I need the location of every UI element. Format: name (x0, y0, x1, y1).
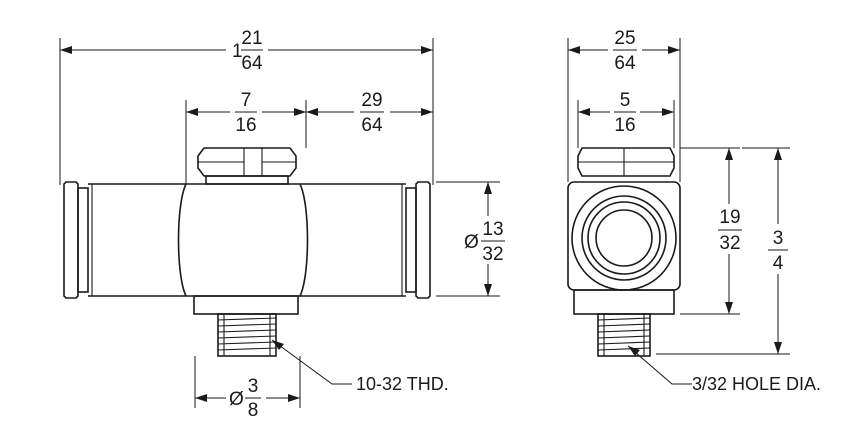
hex-to-center-numerator: 19 (719, 207, 740, 228)
port-inner-ring (587, 201, 661, 275)
side-threaded-stud (597, 313, 651, 357)
arrow-hex-right (294, 108, 306, 116)
label-bg-hex (230, 88, 262, 134)
arrow-side-left (568, 46, 580, 54)
hole-callout: 3/32 HOLE DIA. (692, 374, 821, 394)
side-width-numerator: 25 (614, 28, 635, 49)
arrow-dia-top (484, 182, 492, 194)
arrow-end-left (306, 108, 318, 116)
label-bg-side-width (608, 28, 642, 74)
hex-to-center-denominator: 32 (719, 233, 740, 254)
overall-height-denominator: 4 (773, 253, 784, 274)
label-bg-overall (226, 30, 268, 74)
arrow-center-bottom (725, 302, 733, 314)
side-hex-nut (577, 147, 675, 177)
front-view: 1 21 64 7 16 29 64 Ø 13 32 (59, 28, 508, 421)
side-hex-numerator: 5 (620, 90, 631, 111)
body-diameter-numerator: 13 (482, 219, 503, 240)
label-bg-thread (226, 374, 266, 420)
stud-outline (217, 313, 277, 357)
label-bg-side-hex (610, 88, 640, 134)
thread-callout: 10-32 THD. (356, 374, 449, 394)
side-width-denominator: 64 (614, 53, 636, 74)
arrow-end-right (421, 108, 433, 116)
body-diameter-prefix: Ø (464, 232, 479, 253)
port-outer-ring (571, 185, 677, 291)
arrow-side-hex-left (578, 108, 590, 116)
hex-width-denominator: 16 (235, 115, 256, 136)
side-lower-block (573, 289, 675, 315)
stud-threads (217, 317, 277, 351)
thread-leader-line (271, 339, 352, 385)
side-stud-outline (597, 313, 651, 357)
hole-leader-arrow (628, 346, 640, 356)
right-collar (405, 187, 417, 293)
left-end-cap (63, 181, 79, 299)
arrow-hex-left (186, 108, 198, 116)
thread-diameter-numerator: 3 (248, 376, 259, 397)
arrow-right (421, 46, 433, 54)
label-bg-dia (462, 216, 508, 264)
thread-leader-arrow (272, 340, 284, 350)
arrow-thread-right (288, 394, 300, 402)
lower-block (193, 295, 299, 315)
thread-diameter-denominator: 8 (248, 400, 259, 421)
side-view: 25 64 5 16 19 32 3 4 3/3 (567, 28, 821, 394)
overall-height-numerator: 3 (773, 228, 784, 249)
thread-diameter-prefix: Ø (229, 389, 244, 410)
arrow-dia-bottom (484, 284, 492, 296)
left-collar (77, 187, 89, 293)
hex-nut (197, 147, 297, 177)
right-tube (300, 183, 406, 297)
overall-length-denominator: 64 (241, 53, 263, 74)
label-bg-height (764, 224, 792, 274)
arrow-thread-left (195, 394, 207, 402)
hex-neck (205, 175, 289, 185)
hex-width-numerator: 7 (241, 90, 252, 111)
side-stud-root-lines (603, 314, 645, 356)
side-hex-denominator: 16 (614, 115, 635, 136)
center-body (177, 183, 309, 297)
label-bg-end (354, 88, 390, 134)
hex-to-end-numerator: 29 (361, 90, 382, 111)
port-bore (595, 209, 653, 267)
arrow-side-right (668, 46, 680, 54)
port-middle-ring (581, 195, 667, 281)
arrow-center-top (725, 148, 733, 160)
arrow-left (60, 46, 72, 54)
label-bg-center (713, 204, 747, 254)
side-stud-threads (597, 317, 651, 351)
hole-leader-line (627, 345, 692, 385)
hex-to-end-denominator: 64 (361, 115, 383, 136)
arrow-side-hex-right (662, 108, 674, 116)
threaded-stud (217, 313, 277, 357)
left-tube (88, 183, 186, 297)
right-end-cap (415, 181, 431, 299)
stud-root-lines (223, 314, 271, 356)
overall-length-numerator: 21 (241, 28, 262, 49)
overall-length-whole: 1 (232, 41, 243, 62)
arrow-height-top (774, 148, 782, 160)
body-diameter-denominator: 32 (482, 244, 503, 265)
arrow-height-bottom (774, 342, 782, 354)
